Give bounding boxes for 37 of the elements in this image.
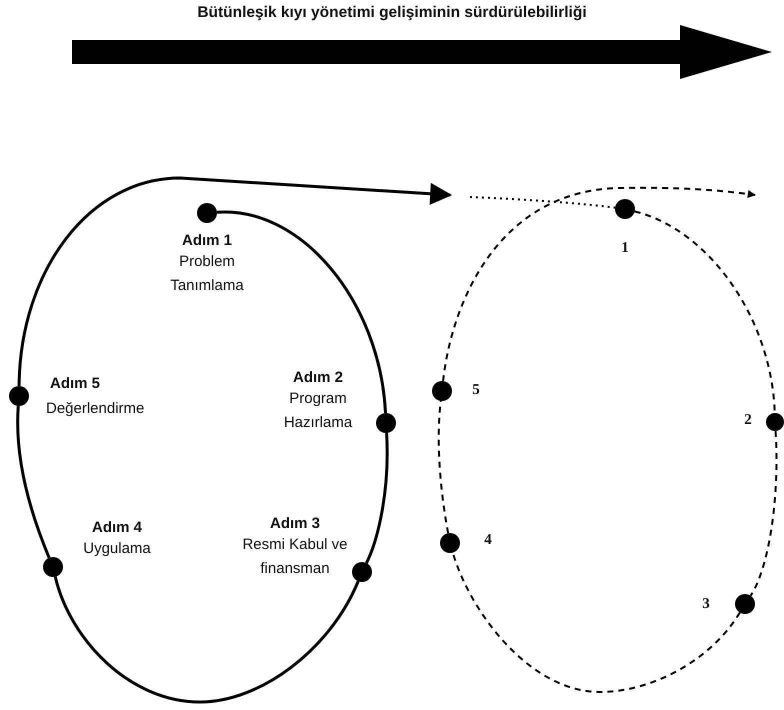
cycle-line	[470, 196, 616, 209]
step-dot	[766, 413, 784, 431]
step-dot	[352, 562, 372, 582]
step-number: 1	[620, 239, 630, 258]
cycle-line	[452, 552, 741, 693]
step-heading: Adım 4	[90, 518, 143, 538]
step-heading: Adım 3	[268, 514, 321, 534]
cycle-arrow	[442, 186, 756, 382]
cycle-line	[365, 432, 389, 564]
step-description: Uygulama	[82, 539, 152, 559]
diagram-title: Bütünleşik kıyı yönetimi gelişiminin sürdürülebilirliği	[196, 4, 588, 22]
step-description: Resmi Kabul ve finansman	[241, 535, 349, 579]
cycle-line	[216, 210, 387, 414]
step-description: Problem Tanımlama	[169, 252, 245, 296]
step-dot	[9, 386, 29, 406]
step-number: 5	[471, 381, 481, 400]
cycle-line	[54, 576, 360, 704]
step-number: 3	[701, 595, 711, 614]
step-dot	[197, 203, 217, 223]
cycle-line	[16, 406, 51, 558]
step-dot	[440, 533, 460, 553]
cycle-arrow	[18, 176, 452, 386]
step-dot	[376, 413, 396, 433]
step-dot	[43, 557, 63, 577]
step-description: Program Hazırlama	[282, 389, 354, 433]
step-dot	[432, 381, 452, 401]
step-description: Değerlendirme	[46, 399, 146, 419]
step-number: 2	[743, 411, 753, 430]
step-heading: Adım 5	[50, 374, 102, 394]
step-number: 4	[483, 531, 493, 550]
cycle-line	[438, 400, 450, 534]
step-heading: Adım 2	[292, 368, 344, 388]
cycle-line	[750, 430, 778, 596]
cycle-line	[634, 210, 776, 414]
step-dot	[735, 594, 755, 614]
step-heading: Adım 1	[180, 231, 233, 251]
step-dot	[615, 199, 635, 219]
